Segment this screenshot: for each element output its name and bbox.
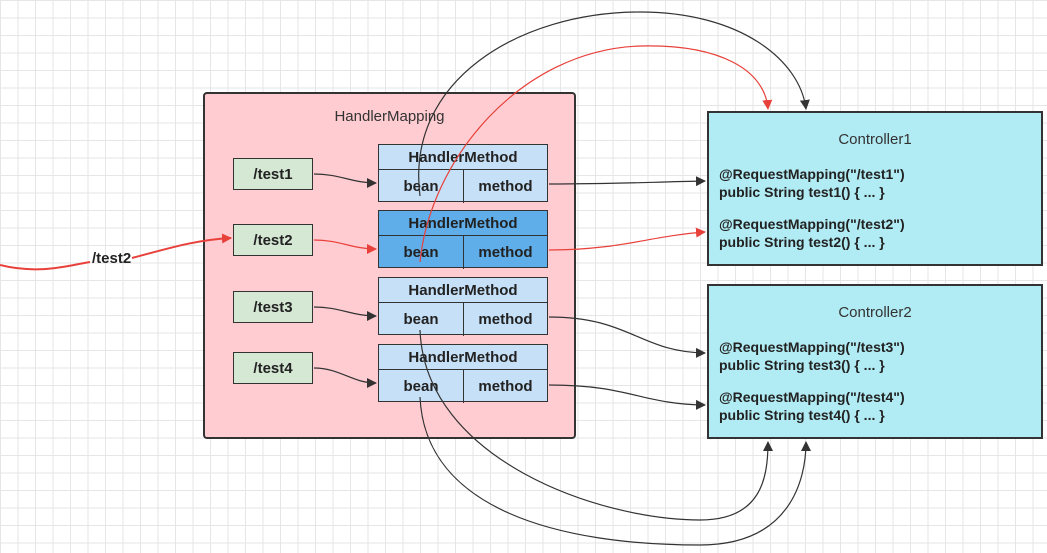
handler-method-bean: bean xyxy=(379,303,464,336)
request-mapping-annotation: @RequestMapping("/test1") xyxy=(719,166,905,182)
handler-method-bean: bean xyxy=(379,170,464,203)
handler-method-2: HandlerMethod bean method xyxy=(378,210,548,269)
handler-method-title: HandlerMethod xyxy=(379,278,547,303)
handler-method-bean: bean xyxy=(379,370,464,403)
arrow-incoming-request xyxy=(0,261,91,271)
method-signature: public String test4() { ... } xyxy=(719,407,885,423)
path-box-test1: /test1 xyxy=(233,158,313,190)
method-signature: public String test1() { ... } xyxy=(719,184,885,200)
handler-method-3: HandlerMethod bean method xyxy=(378,277,548,336)
handler-method-title: HandlerMethod xyxy=(379,211,547,236)
method-signature: public String test2() { ... } xyxy=(719,234,885,250)
controller1-title: Controller1 xyxy=(838,131,912,148)
path-box-test3: /test3 xyxy=(233,291,313,323)
handler-method-method: method xyxy=(478,378,533,395)
controller2-mapping-test4: @RequestMapping("/test4") public String … xyxy=(719,388,905,424)
handler-method-method: method xyxy=(478,244,533,261)
handler-method-method: method xyxy=(478,178,533,195)
controller1-box: Controller1 @RequestMapping("/test1") pu… xyxy=(707,111,1043,266)
handler-method-title: HandlerMethod xyxy=(379,345,547,370)
controller2-box: Controller2 @RequestMapping("/test3") pu… xyxy=(707,284,1043,439)
handler-method-method: method xyxy=(478,311,533,328)
controller2-title: Controller2 xyxy=(838,304,912,321)
method-signature: public String test3() { ... } xyxy=(719,357,885,373)
controller2-mapping-test3: @RequestMapping("/test3") public String … xyxy=(719,338,905,374)
request-mapping-annotation: @RequestMapping("/test4") xyxy=(719,389,905,405)
path-box-test2: /test2 xyxy=(233,224,313,256)
handler-method-1: HandlerMethod bean method xyxy=(378,144,548,203)
handler-method-bean: bean xyxy=(379,236,464,269)
controller1-mapping-test2: @RequestMapping("/test2") public String … xyxy=(719,215,905,251)
path-box-test4: /test4 xyxy=(233,352,313,384)
handler-method-title: HandlerMethod xyxy=(379,145,547,170)
controller1-mapping-test1: @RequestMapping("/test1") public String … xyxy=(719,165,905,201)
request-mapping-annotation: @RequestMapping("/test2") xyxy=(719,216,905,232)
handler-method-4: HandlerMethod bean method xyxy=(378,344,548,403)
request-mapping-annotation: @RequestMapping("/test3") xyxy=(719,339,905,355)
incoming-request-label: /test2 xyxy=(92,250,132,267)
handler-mapping-title: HandlerMapping xyxy=(334,108,445,125)
